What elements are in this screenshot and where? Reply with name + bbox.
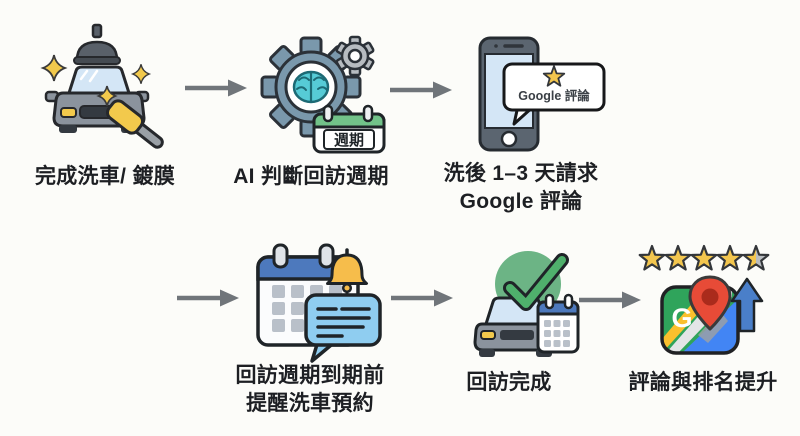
step-4: [250, 237, 390, 369]
step-2: 週期: [250, 16, 388, 156]
maps-rating-up-icon: G: [638, 244, 770, 355]
car-wash-sparkle-icon: [40, 23, 164, 149]
star-icon: [664, 244, 692, 271]
step-5-label: 回訪完成: [466, 371, 552, 394]
sparkle-icon: [40, 54, 152, 84]
map-pin-icon: [688, 275, 732, 331]
step-3-label: 洗後 1–3 天請求 Google 評論: [443, 162, 599, 213]
visit-calendar-icon: [536, 293, 580, 354]
rating-stars: [638, 244, 770, 271]
star-icon: [690, 244, 718, 271]
flow-arrow: [391, 289, 453, 307]
step-6: G: [636, 243, 772, 360]
step-4-label: 回訪週期到期前 提醒洗車預約: [235, 364, 385, 415]
star-icon: [542, 65, 566, 87]
bell-icon: [326, 248, 368, 295]
squeegee-icon: [106, 99, 164, 149]
brain-icon: [292, 70, 330, 104]
checkmark-icon: [503, 253, 569, 311]
car-windshield: [66, 65, 132, 95]
star-icon: [638, 244, 666, 271]
small-gear-icon: [335, 35, 375, 77]
maps-g-letter: G: [671, 303, 692, 333]
calendar-bell-chat-icon: [256, 243, 382, 363]
google-maps-icon: G: [660, 275, 740, 355]
review-bubble: Google 評論: [502, 62, 606, 126]
step-6-label: 評論與排名提升: [628, 371, 778, 394]
half-star-icon: [742, 244, 770, 271]
flow-arrow: [390, 81, 452, 99]
step-1: [33, 12, 178, 157]
headlight: [60, 107, 77, 118]
flow-arrow: [185, 79, 247, 97]
flow-arrow: [177, 289, 239, 307]
step-2-label: AI 判斷回訪週期: [233, 165, 389, 188]
shower-head-icon: [75, 40, 119, 62]
ai-gear-brain-calendar-icon: 週期: [260, 35, 386, 154]
car-check-calendar-icon: [473, 251, 580, 357]
cycle-badge-text: 週期: [334, 131, 364, 149]
phone-review-bubble-icon: Google 評論: [478, 36, 606, 152]
step-1-label: 完成洗車/ 鍍膜: [34, 165, 176, 188]
flow-arrow: [579, 291, 641, 309]
step-5: [452, 240, 580, 364]
star-icon: [716, 244, 744, 271]
cycle-calendar-icon: 週期: [312, 104, 386, 154]
home-button: [500, 130, 518, 148]
bubble-text: Google 評論: [518, 88, 590, 103]
headlight: [480, 330, 496, 340]
up-arrow-icon: [730, 277, 764, 333]
step-3: Google 評論: [468, 20, 608, 160]
chat-bubble-icon: [304, 293, 382, 363]
